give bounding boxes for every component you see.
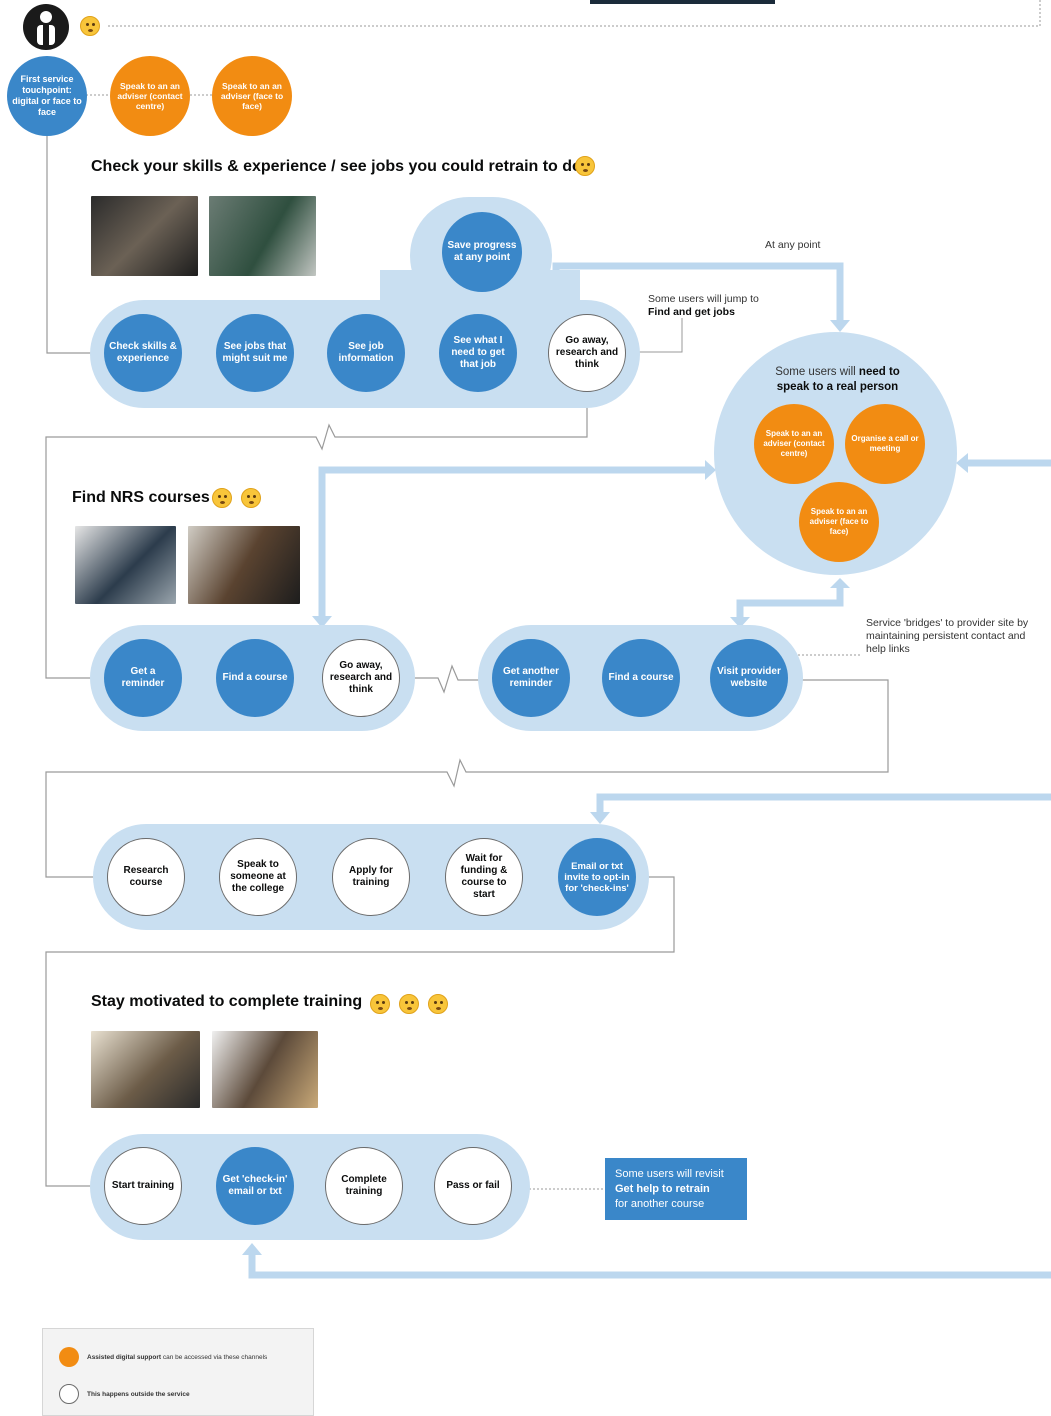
bridges-note: Service 'bridges' to provider site by ma… [866, 617, 1029, 655]
start-training-node: Start training [104, 1147, 182, 1225]
photo-phone-user [91, 196, 198, 276]
real-person-title: Some users will need to speak to a real … [775, 366, 900, 393]
go-away-node-2: Go away, research and think [322, 639, 400, 717]
skills-heading: Check your skills & experience / see job… [91, 158, 582, 175]
person-icon [37, 11, 55, 45]
monocle-emoji-icon [241, 488, 261, 508]
check-skills-node: Check skills & experience [104, 314, 182, 392]
email-invite-node: Email or txt invite to opt-in for 'check… [558, 838, 636, 916]
at-any-point-note: At any point [765, 239, 821, 251]
save-progress-node: Save progress at any point [442, 212, 522, 292]
go-away-node-1: Go away, research and think [548, 314, 626, 392]
legend-white-dot [59, 1384, 79, 1404]
first-touchpoint-node: First service touchpoint: digital or fac… [7, 56, 87, 136]
check-in-email-node: Get 'check-in' email or txt [216, 1147, 294, 1225]
get-another-reminder-node: Get another reminder [492, 639, 570, 717]
complete-training-node: Complete training [325, 1147, 403, 1225]
face-emoji-icon [80, 16, 100, 36]
real-adviser-face-node: Speak to an an adviser (face to face) [799, 482, 879, 562]
revisit-callout: Some users will revisit Get help to retr… [605, 1158, 747, 1220]
adviser-contact-centre-node: Speak to an an adviser (contact centre) [110, 56, 190, 136]
find-course-node-2: Find a course [602, 639, 680, 717]
find-course-node-1: Find a course [216, 639, 294, 717]
photo-men-computer [209, 196, 316, 276]
photo-tablet-reader [91, 1031, 200, 1108]
see-job-info-node: See job information [327, 314, 405, 392]
see-jobs-node: See jobs that might suit me [216, 314, 294, 392]
adviser-face-node: Speak to an an adviser (face to face) [212, 56, 292, 136]
legend-orange-dot [59, 1347, 79, 1367]
legend-white-row: This happens outside the service [59, 1384, 190, 1404]
nrs-heading: Find NRS courses [72, 489, 210, 506]
monocle-emoji-icon [428, 994, 448, 1014]
wait-funding-node: Wait for funding & course to start [445, 838, 523, 916]
face-emoji-icon [370, 994, 390, 1014]
pass-fail-node: Pass or fail [434, 1147, 512, 1225]
research-course-node: Research course [107, 838, 185, 916]
speak-college-node: Speak to someone at the college [219, 838, 297, 916]
photo-laptop-user [75, 526, 176, 604]
visit-provider-node: Visit provider website [710, 639, 788, 717]
real-adviser-contact-node: Speak to an an adviser (contact centre) [754, 404, 834, 484]
get-reminder-node: Get a reminder [104, 639, 182, 717]
photo-classroom [212, 1031, 318, 1108]
organise-call-node: Organise a call or meeting [845, 404, 925, 484]
legend: Assisted digital support can be accessed… [42, 1328, 314, 1416]
see-what-need-node: See what I need to get that job [439, 314, 517, 392]
persona-avatar [23, 4, 69, 50]
thinking-emoji-icon [575, 156, 595, 176]
motivated-heading: Stay motivated to complete training [91, 993, 363, 1010]
legend-orange-row: Assisted digital support can be accessed… [59, 1347, 267, 1367]
thinking-emoji-icon [212, 488, 232, 508]
photo-smiling-men [188, 526, 300, 604]
jump-note: Some users will jump to Find and get job… [648, 293, 759, 318]
thinking-emoji-icon [399, 994, 419, 1014]
apply-training-node: Apply for training [332, 838, 410, 916]
